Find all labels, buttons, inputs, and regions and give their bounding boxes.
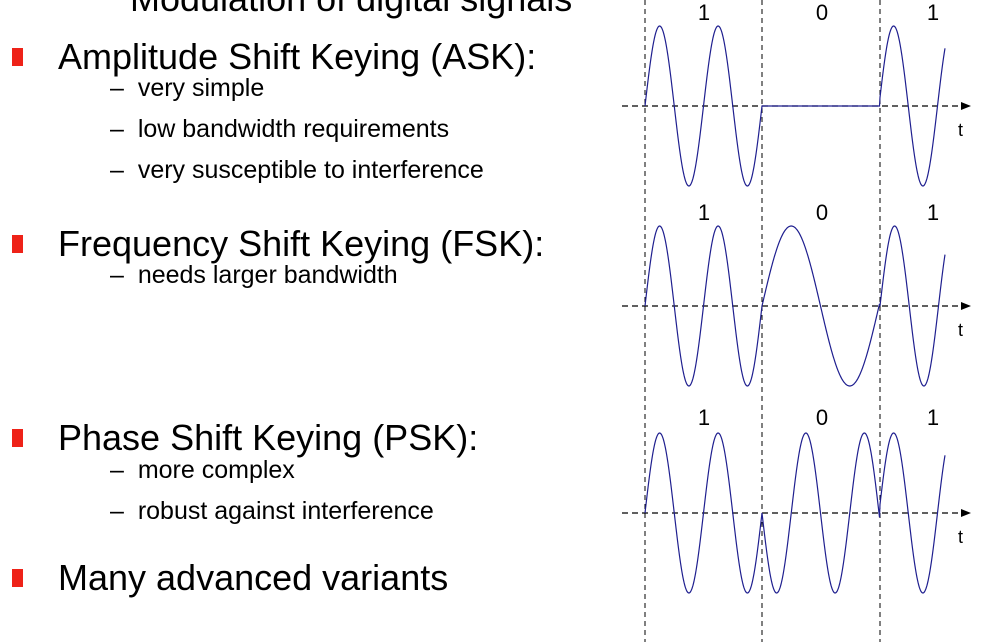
fsk-bit-label: 1 bbox=[698, 200, 710, 225]
sub-item: – very simple bbox=[110, 74, 265, 102]
bullet-fsk-label: Frequency Shift Keying (FSK): bbox=[58, 223, 545, 264]
bullet-marker bbox=[12, 235, 23, 253]
ask-bit-label: 0 bbox=[816, 0, 828, 25]
psk-bit-label: 1 bbox=[698, 405, 710, 430]
sub-item: – robust against interference bbox=[110, 497, 434, 525]
bullet-list: Amplitude Shift Keying (ASK): – very sim… bbox=[12, 36, 545, 598]
sub-item: – low bandwidth requirements bbox=[110, 115, 450, 143]
bullet-marker bbox=[12, 429, 23, 447]
ask-bit-label: 1 bbox=[927, 0, 939, 25]
slide-title: Modulation of digital signals bbox=[130, 0, 572, 20]
psk-bit-label: 1 bbox=[927, 405, 939, 430]
bullet-marker bbox=[12, 48, 23, 66]
psk-axis-label: t bbox=[958, 527, 963, 547]
fsk-diagram: 1 0 1 t bbox=[622, 200, 971, 387]
bullet-marker bbox=[12, 569, 23, 587]
bullet-ask-label: Amplitude Shift Keying (ASK): bbox=[58, 36, 537, 77]
sub-item: – needs larger bandwidth bbox=[110, 261, 398, 289]
ask-waveform bbox=[644, 25, 946, 187]
ask-axis-label: t bbox=[958, 120, 963, 140]
bullet-advanced-label: Many advanced variants bbox=[58, 557, 449, 598]
psk-diagram: 1 0 1 t bbox=[622, 405, 971, 594]
bullet-psk: Phase Shift Keying (PSK): bbox=[12, 417, 479, 458]
bullet-advanced: Many advanced variants bbox=[12, 557, 449, 598]
sub-item: – very susceptible to interference bbox=[110, 156, 484, 184]
clipped-title-strip: Modulation of digital signals bbox=[0, 0, 999, 20]
sub-item: – more complex bbox=[110, 456, 295, 484]
fsk-axis-label: t bbox=[958, 320, 963, 340]
fsk-bit-label: 1 bbox=[927, 200, 939, 225]
psk-bit-label: 0 bbox=[816, 405, 828, 430]
bullet-psk-label: Phase Shift Keying (PSK): bbox=[58, 417, 479, 458]
fsk-waveform bbox=[644, 225, 946, 387]
ask-bit-label: 1 bbox=[698, 0, 710, 25]
bullet-fsk: Frequency Shift Keying (FSK): bbox=[12, 223, 545, 264]
psk-waveform bbox=[644, 432, 946, 594]
fsk-bit-label: 0 bbox=[816, 200, 828, 225]
ask-diagram: 1 0 1 t bbox=[622, 0, 971, 187]
bullet-ask: Amplitude Shift Keying (ASK): bbox=[12, 36, 537, 77]
